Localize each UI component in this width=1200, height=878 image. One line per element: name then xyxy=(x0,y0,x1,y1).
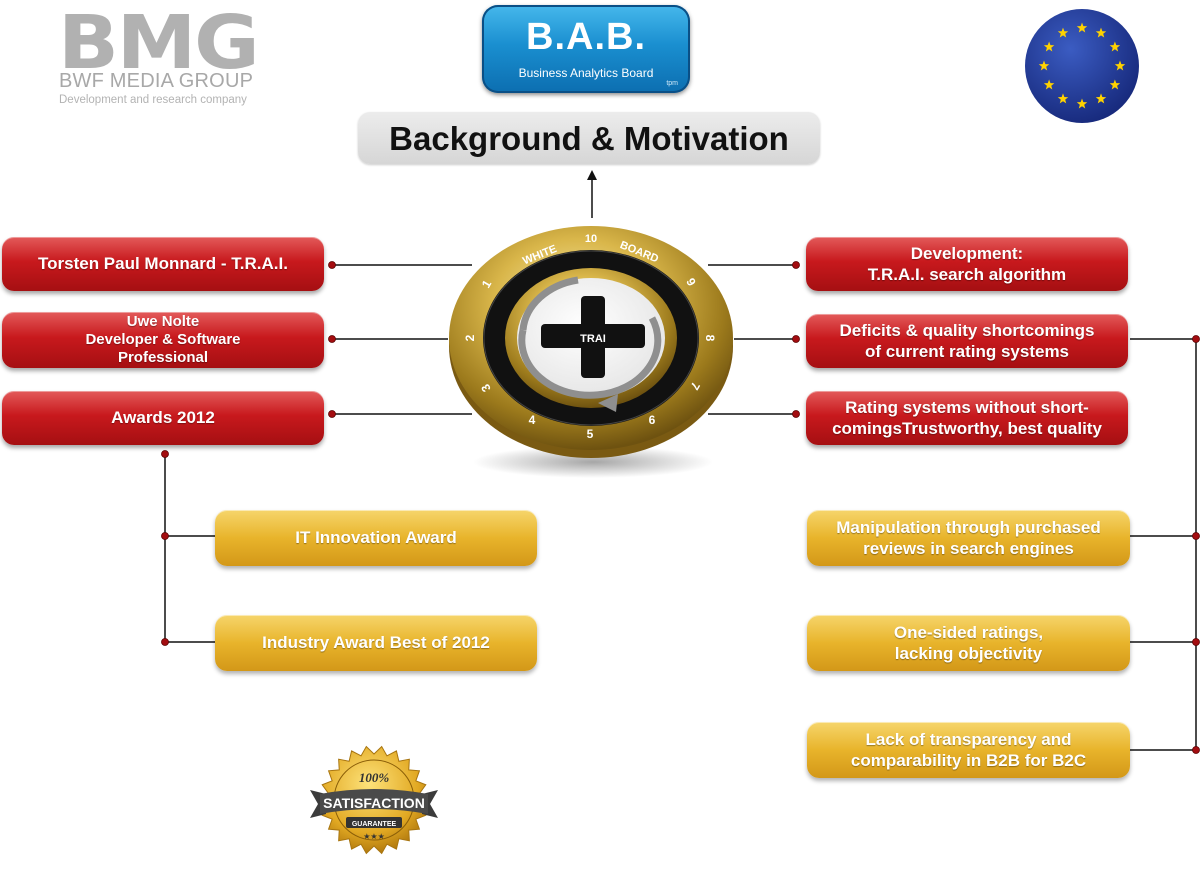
right-box-deficits: Deficits & quality shortcomings of curre… xyxy=(806,314,1128,368)
dial-label-ten: 10 xyxy=(585,233,597,245)
right-box-label: Development: T.R.A.I. search algorithm xyxy=(867,244,1067,284)
eu-star-icon xyxy=(1043,41,1055,52)
satisfaction-guarantee-seal: SATISFACTION 100% GUARANTEE ★★★ xyxy=(310,745,438,855)
deficit-box-manipulation: Manipulation through purchased reviews i… xyxy=(807,510,1130,566)
award-label: IT Innovation Award xyxy=(295,528,457,547)
award-box-industry: Industry Award Best of 2012 xyxy=(215,615,537,671)
plus-icon xyxy=(541,296,645,378)
deficit-box-one-sided: One-sided ratings, lacking objectivity xyxy=(807,615,1130,671)
trai-dial: TRAI WHITE 10 BOARD 1 2 3 4 5 6 7 8 9 xyxy=(449,226,733,478)
seal-stars-icon: ★★★ xyxy=(363,832,385,841)
bab-logo-title: B.A.B. xyxy=(526,16,646,58)
right-box-label: Deficits & quality shortcomings of curre… xyxy=(839,321,1095,361)
deficit-label: Lack of transparency and comparability i… xyxy=(850,730,1087,770)
right-box-development: Development: T.R.A.I. search algorithm xyxy=(806,237,1128,291)
seal-sub: GUARANTEE xyxy=(352,821,397,828)
seal-percent: 100% xyxy=(359,770,390,785)
arrow-up-icon xyxy=(587,170,597,180)
eu-star-icon xyxy=(1109,79,1121,90)
eu-star-icon xyxy=(1038,60,1050,71)
eu-flag-icon xyxy=(1025,9,1139,123)
eu-star-icon xyxy=(1114,60,1126,71)
left-box-awards: Awards 2012 xyxy=(2,391,324,445)
dial-center-label: TRAI xyxy=(580,333,606,345)
eu-star-icon xyxy=(1043,79,1055,90)
bmg-company-name: BWF MEDIA GROUP xyxy=(59,70,254,92)
deficit-box-transparency: Lack of transparency and comparability i… xyxy=(807,722,1130,778)
eu-star-icon xyxy=(1095,93,1107,104)
bab-logo-mark: tpm xyxy=(666,80,678,87)
award-box-it-innovation: IT Innovation Award xyxy=(215,510,537,566)
deficit-label: One-sided ratings, lacking objectivity xyxy=(893,623,1044,663)
seal-word: SATISFACTION xyxy=(323,795,425,811)
eu-star-icon xyxy=(1057,93,1069,104)
left-box-torsten: Torsten Paul Monnard - T.R.A.I. xyxy=(2,237,324,291)
left-box-label: Awards 2012 xyxy=(111,408,215,427)
eu-star-icon xyxy=(1076,98,1088,109)
left-box-label: Torsten Paul Monnard - T.R.A.I. xyxy=(38,254,288,273)
bab-logo: B.A.B. Business Analytics Board tpm xyxy=(482,5,690,93)
eu-star-icon xyxy=(1057,27,1069,38)
eu-star-icon xyxy=(1076,22,1088,33)
bmg-tagline: Development and research company xyxy=(59,94,247,106)
dial-number: 8 xyxy=(703,335,717,342)
deficit-label: Manipulation through purchased reviews i… xyxy=(836,518,1101,558)
dial-number: 6 xyxy=(649,413,656,427)
dial-number: 5 xyxy=(587,427,594,441)
right-box-label: Rating systems without short- comingsTru… xyxy=(832,398,1102,438)
left-box-uwe: Uwe Nolte Developer & Software Professio… xyxy=(2,312,324,368)
arrow-icon xyxy=(598,394,618,412)
dial-number: 4 xyxy=(529,413,536,427)
bmg-logo: BMG BWF MEDIA GROUP Development and rese… xyxy=(58,0,273,108)
eu-star-icon xyxy=(1095,27,1107,38)
eu-star-icon xyxy=(1109,41,1121,52)
right-box-rating-systems: Rating systems without short- comingsTru… xyxy=(806,391,1128,445)
page-title: Background & Motivation xyxy=(389,120,789,157)
bab-logo-subtitle: Business Analytics Board xyxy=(518,66,654,80)
page-title-box: Background & Motivation xyxy=(358,112,820,164)
bmg-logo-letters: BMG xyxy=(58,0,260,86)
award-label: Industry Award Best of 2012 xyxy=(262,633,490,652)
left-box-label: Uwe Nolte Developer & Software Professio… xyxy=(85,313,241,366)
dial-number: 2 xyxy=(463,334,477,341)
